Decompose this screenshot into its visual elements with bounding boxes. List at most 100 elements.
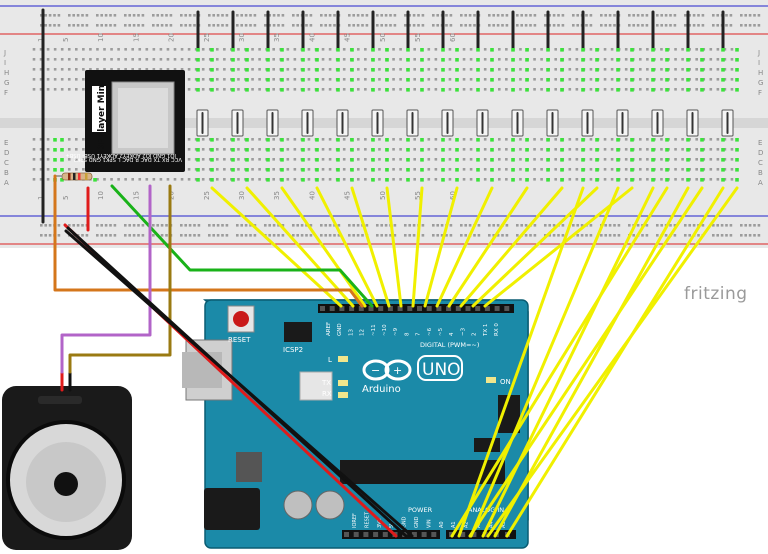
breadboard-hole xyxy=(716,148,720,151)
connected-hole xyxy=(651,148,655,152)
breadboard-hole xyxy=(342,158,346,161)
breadboard-hole xyxy=(730,168,734,171)
rail-hole xyxy=(281,24,285,27)
connected-hole xyxy=(511,178,515,182)
breadboard-hole xyxy=(568,58,572,61)
rail-hole xyxy=(124,224,127,227)
breadboard-hole xyxy=(378,158,381,161)
connected-hole xyxy=(266,68,270,72)
breadboard-hole xyxy=(60,68,64,71)
rail-hole xyxy=(404,224,407,227)
rail-hole xyxy=(468,24,472,27)
row-letter: B xyxy=(758,169,763,177)
breadboard-hole xyxy=(533,138,536,141)
breadboard-hole xyxy=(216,78,219,81)
rail-hole xyxy=(496,224,500,227)
rail-hole xyxy=(557,14,560,17)
breadboard-hole xyxy=(540,168,543,171)
yellow-button-wire xyxy=(350,186,391,308)
rail-hole xyxy=(589,14,593,17)
yellow-analog-wire xyxy=(505,186,725,538)
rail-hole xyxy=(716,24,719,27)
rail-hole xyxy=(264,24,267,27)
breadboard-hole xyxy=(223,158,226,161)
rail-hole xyxy=(449,14,453,17)
breadboard-hole xyxy=(639,168,642,171)
connected-hole xyxy=(371,178,375,182)
row-letter: A xyxy=(4,179,9,187)
breadboard-hole xyxy=(505,158,508,161)
rail-hole xyxy=(744,14,747,17)
connected-hole xyxy=(336,78,340,82)
yellow-button-wire xyxy=(315,186,379,308)
rail-hole xyxy=(376,234,379,237)
connected-hole xyxy=(245,88,249,92)
rail-hole xyxy=(221,224,224,227)
breadboard-hole xyxy=(187,68,191,71)
rail-hole xyxy=(432,24,435,27)
column-number: 10 xyxy=(97,191,105,200)
connected-hole xyxy=(301,168,305,172)
connected-hole xyxy=(231,158,235,162)
breadboard-hole xyxy=(89,68,92,71)
breadboard-hole xyxy=(498,58,501,61)
connected-hole xyxy=(525,48,529,52)
rail-hole xyxy=(488,234,491,237)
connected-hole xyxy=(511,158,515,162)
rail-hole xyxy=(660,224,663,227)
breadboard-hole xyxy=(328,158,332,161)
connected-hole xyxy=(60,178,64,182)
breadboard-hole xyxy=(540,78,543,81)
breadboard-hole xyxy=(293,48,297,51)
rail-hole xyxy=(520,14,523,17)
connected-hole xyxy=(616,168,620,172)
breadboard-hole xyxy=(695,48,698,51)
breadboard-hole xyxy=(251,168,254,171)
breadboard-hole xyxy=(307,58,311,61)
rail-hole xyxy=(697,24,700,27)
breadboard-hole xyxy=(533,148,536,151)
breadboard-hole xyxy=(603,48,607,51)
breadboard-hole xyxy=(413,48,416,51)
rail-hole xyxy=(320,234,323,237)
breadboard-hole xyxy=(540,158,543,161)
connected-hole xyxy=(630,88,634,92)
connected-hole xyxy=(525,68,529,72)
connected-hole xyxy=(560,148,564,152)
connected-hole xyxy=(196,138,200,142)
connected-hole xyxy=(686,68,690,72)
power-pin-label: A1 xyxy=(451,521,457,528)
rail-hole xyxy=(576,14,579,17)
breadboard-hole xyxy=(307,68,311,71)
breadboard-hole xyxy=(364,88,367,91)
rail-hole xyxy=(156,24,159,27)
rail-hole xyxy=(324,224,327,227)
breadboard-hole xyxy=(32,168,36,171)
header-pin xyxy=(387,306,393,311)
breadboard-hole xyxy=(660,48,663,51)
rail-hole xyxy=(376,24,379,27)
rail-hole xyxy=(124,24,127,27)
voltage-regulator xyxy=(236,452,262,482)
connected-hole xyxy=(210,158,214,162)
breadboard-hole xyxy=(201,68,205,71)
connected-hole xyxy=(266,78,270,82)
breadboard-hole xyxy=(82,68,85,71)
rail-hole xyxy=(104,14,108,17)
breadboard-hole xyxy=(413,158,416,161)
breadboard-hole xyxy=(709,168,713,171)
breadboard-hole xyxy=(575,148,579,151)
yellow-button-wire xyxy=(210,186,343,308)
rail-hole xyxy=(188,14,192,17)
breadboard-hole xyxy=(286,58,290,61)
rail-hole xyxy=(300,234,304,237)
rail-hole xyxy=(365,14,369,17)
connected-hole xyxy=(385,158,389,162)
rail-hole xyxy=(268,234,271,237)
breadboard-hole xyxy=(187,88,191,91)
rail-hole xyxy=(296,234,299,237)
connected-hole xyxy=(280,68,284,72)
breadboard-hole xyxy=(124,48,127,51)
breadboard-hole xyxy=(716,48,720,51)
connected-hole xyxy=(525,88,529,92)
